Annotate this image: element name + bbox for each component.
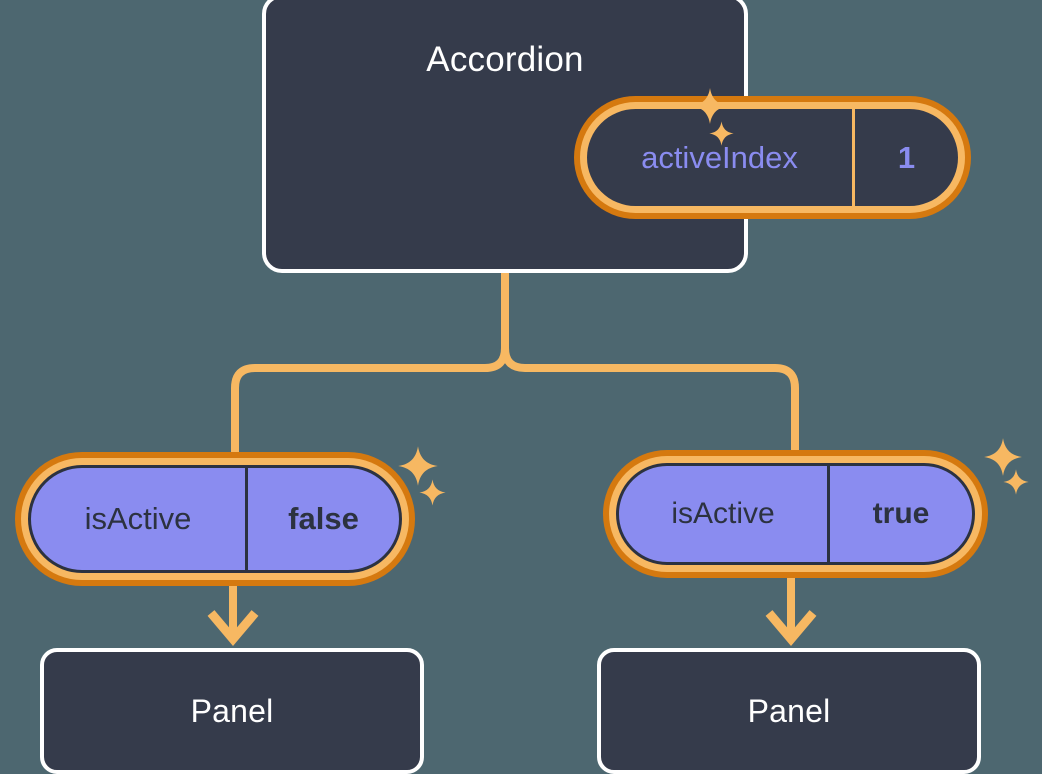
pill-body: activeIndex 1 [587,109,958,206]
prop-key: isActive [671,497,775,530]
pill-body: isActive false [28,465,402,573]
panel-card-left[interactable]: Panel [40,648,424,774]
sparkle-icon [982,436,1024,478]
prop-pill-active-index[interactable]: activeIndex 1 [574,96,971,219]
panel-title: Panel [190,692,274,729]
prop-value: 1 [852,109,958,206]
prop-value: false [245,468,399,570]
pill-inner-ring: activeIndex 1 [580,102,965,213]
prop-key: isActive [84,501,192,536]
panel-title: Panel [747,692,831,729]
sparkle-icon-small [418,478,447,507]
pill-inner-ring: isActive true [609,456,982,572]
accordion-title: Accordion [426,40,584,79]
accordion-component-card[interactable]: Accordion activeIndex 1 [262,0,971,273]
prop-pill-is-active-true[interactable]: isActive true [603,450,988,578]
prop-key: activeIndex [641,139,798,175]
panel-card-right[interactable]: Panel [597,648,981,774]
prop-pill-is-active-false[interactable]: isActive false [15,452,415,586]
sparkle-icon-small [1002,468,1030,496]
pill-body: isActive true [616,463,975,565]
pill-inner-ring: isActive false [21,458,409,580]
prop-value: true [827,466,972,562]
